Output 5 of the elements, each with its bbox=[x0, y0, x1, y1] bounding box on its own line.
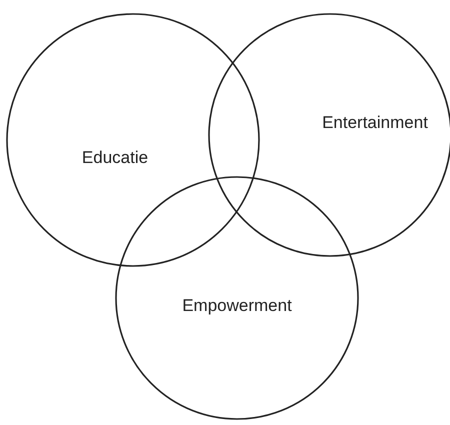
venn-circle bbox=[115, 176, 359, 420]
circle-label: Empowerment bbox=[182, 296, 292, 316]
circle-label: Educatie bbox=[82, 148, 148, 168]
circle-label: Entertainment bbox=[322, 113, 428, 133]
venn-circle bbox=[6, 13, 260, 267]
